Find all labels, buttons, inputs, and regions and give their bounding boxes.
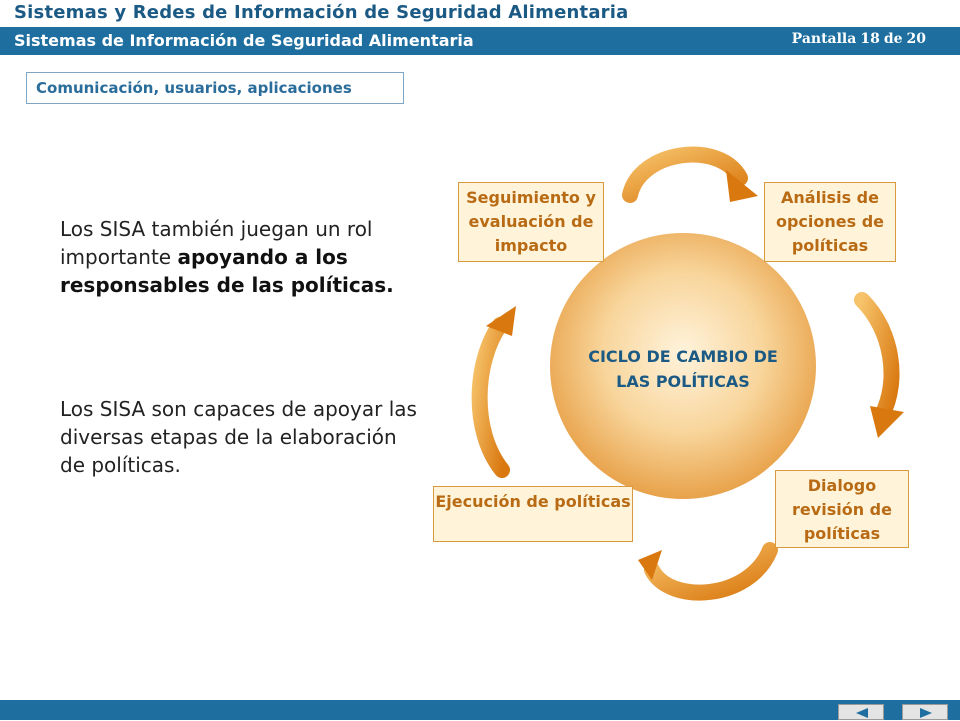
stage-dialogue: Dialogo revisión de políticas	[775, 470, 909, 548]
page-total: 20	[906, 31, 926, 47]
arrow-right-icon	[854, 292, 904, 438]
paragraph-policy-support: Los SISA también juegan un rol important…	[60, 215, 420, 299]
arrow-left-icon	[471, 306, 516, 478]
triangle-left-icon	[856, 708, 868, 718]
stage-monitoring: Seguimiento y evaluación de impacto	[458, 182, 604, 262]
page-current: 18	[860, 31, 880, 47]
page-of: de	[883, 31, 903, 47]
header-band: Sistemas de Información de Seguridad Ali…	[0, 27, 960, 55]
page-prefix: Pantalla	[791, 31, 857, 47]
paragraph-text: Los SISA también juegan un rol important…	[60, 217, 373, 269]
cycle-center-label: CICLO DE CAMBIO DE LAS POLÍTICAS	[588, 347, 778, 391]
app-title: Sistemas y Redes de Información de Segur…	[14, 2, 629, 23]
arrow-bottom-icon	[638, 542, 778, 601]
paragraph-emphasis: apoyando a los responsables de las polít…	[60, 245, 394, 297]
cycle-circle	[550, 233, 816, 499]
section-label: Comunicación, usuarios, aplicaciones	[36, 79, 352, 97]
arrow-top-icon	[622, 146, 758, 203]
triangle-right-icon	[920, 708, 932, 718]
footer-bar	[0, 700, 960, 720]
previous-button[interactable]	[838, 704, 884, 720]
subtitle: Sistemas de Información de Seguridad Ali…	[14, 31, 474, 50]
policy-cycle-diagram	[471, 146, 904, 601]
next-button[interactable]	[902, 704, 948, 720]
stage-analysis: Análisis de opciones de políticas	[764, 182, 896, 262]
stage-execution: Ejecución de políticas	[433, 486, 633, 542]
section-tab: Comunicación, usuarios, aplicaciones	[26, 72, 404, 104]
header-top: Sistemas y Redes de Información de Segur…	[0, 0, 960, 27]
paragraph-stages: Los SISA son capaces de apoyar las diver…	[60, 397, 417, 477]
